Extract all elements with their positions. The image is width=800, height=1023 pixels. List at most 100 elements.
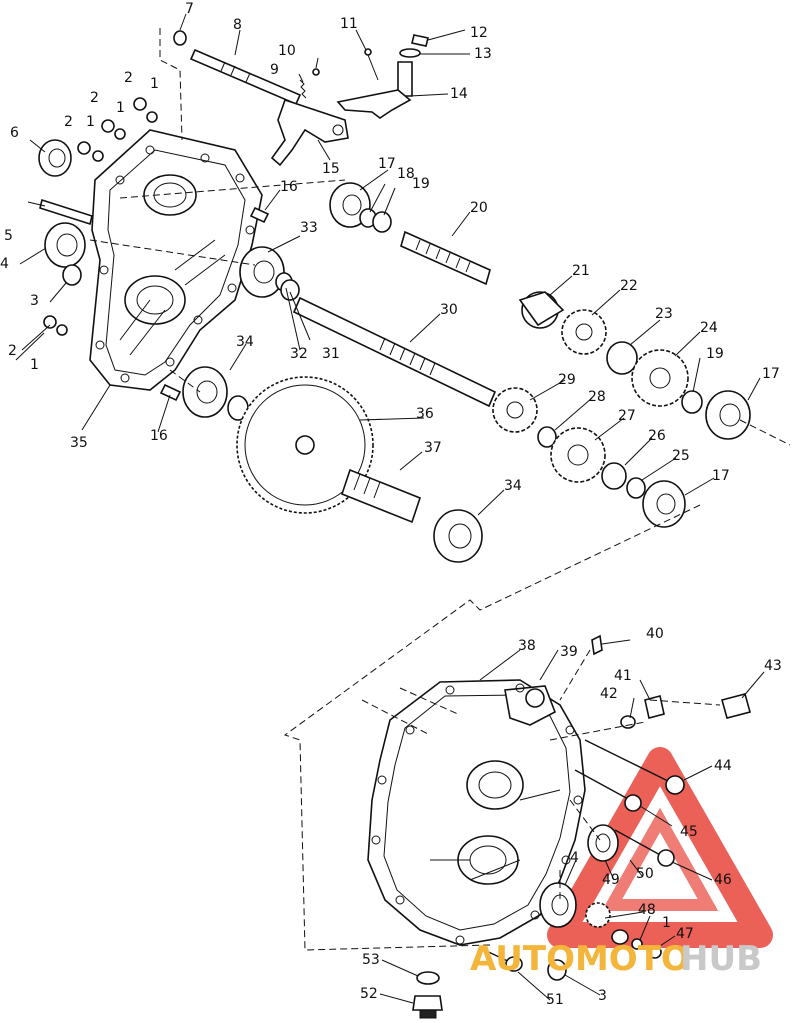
bearing-33 (239, 246, 285, 298)
callout-53: 53 (362, 952, 380, 968)
dowel-16-upper (249, 206, 270, 224)
callout-4-lower: 4 (570, 850, 579, 866)
callout-20: 20 (470, 200, 488, 216)
callout-44: 44 (714, 758, 732, 774)
watermark-part2: HUB (680, 939, 762, 979)
callout-47: 47 (676, 926, 694, 942)
bearing-4-lower (539, 882, 577, 928)
callout-35: 35 (70, 435, 88, 451)
vent-fitting-43 (721, 693, 751, 719)
gear-27 (550, 427, 606, 483)
bearing-34-lower (433, 509, 483, 563)
callout-25: 25 (672, 448, 690, 464)
washer-47 (611, 929, 662, 959)
callout-1-e: 1 (662, 915, 671, 931)
left-housing-half (89, 129, 263, 391)
callout-28: 28 (588, 389, 606, 405)
shift-shaft-14 (336, 61, 413, 119)
washer-19-right (681, 390, 703, 414)
callout-46: 46 (714, 872, 732, 888)
callout-34-lower: 34 (504, 478, 522, 494)
bearing-4-upper (44, 222, 86, 268)
callout-10: 10 (278, 43, 296, 59)
callout-49: 49 (602, 872, 620, 888)
bushing-23 (606, 341, 638, 375)
leader-lines (15, 13, 765, 1004)
callout-3-top: 3 (30, 293, 39, 309)
callout-16-top: 16 (280, 179, 298, 195)
spacer-21 (518, 291, 565, 329)
callout-3-lower: 3 (598, 988, 607, 1004)
callout-11: 11 (340, 16, 358, 32)
callout-26: 26 (648, 428, 666, 444)
bearing-17-right (705, 390, 751, 440)
callout-19-right: 19 (706, 346, 724, 362)
washer-28 (537, 426, 557, 448)
callout-31: 31 (322, 346, 340, 362)
output-shaft-37 (341, 468, 421, 524)
stud-5 (39, 198, 93, 226)
callout-2-a: 2 (124, 70, 133, 86)
callout-33: 33 (300, 220, 318, 236)
callout-39: 39 (560, 644, 578, 660)
callout-50: 50 (636, 866, 654, 882)
long-bolts-44-45-46 (574, 739, 685, 867)
plug-41 (644, 695, 665, 719)
callout-27: 27 (618, 408, 636, 424)
detent-ball-10 (312, 68, 320, 76)
needle-bearing-26 (601, 462, 627, 490)
input-shaft-20 (400, 230, 491, 286)
spring-9 (299, 79, 307, 99)
washer-31 (280, 279, 300, 301)
callout-42: 42 (600, 686, 618, 702)
driven-gear-36 (236, 376, 374, 514)
callout-36: 36 (416, 406, 434, 422)
callout-7: 7 (185, 1, 194, 17)
callout-1-a: 1 (150, 76, 159, 92)
assembly-lines (89, 28, 791, 951)
callout-6: 6 (10, 125, 19, 141)
callout-19-top: 19 (412, 176, 430, 192)
bushing-3-upper (62, 264, 82, 286)
callout-29: 29 (558, 372, 576, 388)
gear-24 (631, 349, 689, 407)
callout-2-c: 2 (64, 114, 73, 130)
callout-18: 18 (397, 166, 415, 182)
callout-41: 41 (614, 668, 632, 684)
callout-1-d: 1 (30, 357, 39, 373)
dowel-16-lower (159, 383, 182, 402)
callout-48: 48 (638, 902, 656, 918)
callout-14: 14 (450, 86, 468, 102)
breather-40 (591, 634, 603, 656)
bolt-51 (479, 947, 523, 972)
washer-19-top (372, 211, 392, 233)
gear-22 (561, 309, 607, 355)
callout-30: 30 (440, 302, 458, 318)
drain-plug-52 (412, 995, 443, 1019)
callout-8: 8 (233, 17, 242, 33)
callout-34-top: 34 (236, 334, 254, 350)
callout-21: 21 (572, 263, 590, 279)
gear-48 (585, 902, 611, 928)
callout-labels: 7 8 10 9 11 12 13 14 15 16 17 18 19 20 3… (0, 1, 782, 1008)
callout-9: 9 (270, 62, 279, 78)
callout-17-top: 17 (378, 156, 396, 172)
callout-32: 32 (290, 346, 308, 362)
callout-45: 45 (680, 824, 698, 840)
washer-7 (173, 30, 187, 46)
callout-38: 38 (518, 638, 536, 654)
callout-16-lower: 16 (150, 428, 168, 444)
callout-12: 12 (470, 25, 488, 41)
washer-53 (416, 971, 440, 985)
callout-17-right: 17 (762, 366, 780, 382)
callout-2-b: 2 (90, 90, 99, 106)
callout-37: 37 (424, 440, 442, 456)
callout-51: 51 (546, 992, 564, 1008)
washer-42 (620, 715, 636, 729)
bushing-3-lower (547, 959, 567, 981)
callout-52: 52 (360, 986, 378, 1002)
callout-22: 22 (620, 278, 638, 294)
callout-1-b: 1 (116, 100, 125, 116)
callout-13: 13 (474, 46, 492, 62)
